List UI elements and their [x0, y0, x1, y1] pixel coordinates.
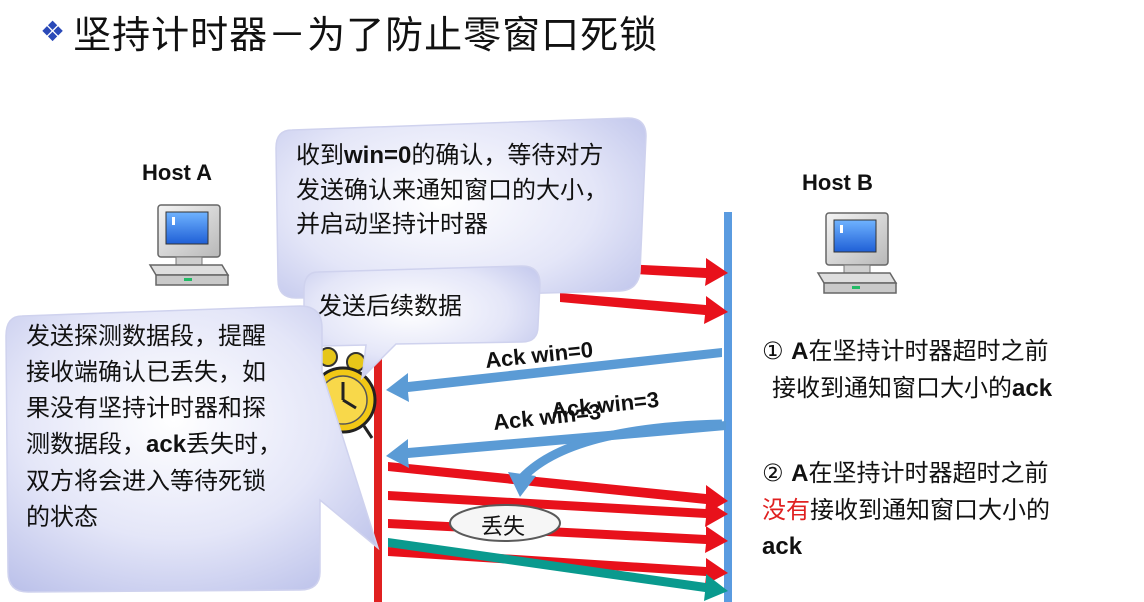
data-arrow-3: [388, 462, 728, 514]
note-one-line2: 接收到通知窗口大小的ack: [772, 374, 1053, 402]
bullet-diamond-icon: ❖: [40, 14, 66, 48]
ack-win3-overlay-label: Ack win=3: [550, 387, 660, 423]
host-b-label: Host B: [802, 170, 873, 195]
probe-arrow: [388, 538, 728, 601]
callout-left-part1: 发送探测数据段，提醒接收端确认已丢失，如果没有坚持计时器和探测数据段，: [26, 322, 266, 458]
callout-middle-text: 发送后续数据: [318, 292, 462, 320]
callout-left-ack: ack: [146, 431, 187, 458]
callout-top-prefix: 收到: [296, 141, 344, 169]
ack-win3-lost-arrow: [508, 419, 723, 497]
callout-top-text: 收到win=0的确认，等待对方发送确认来通知窗口的大小，并启动坚持计时器: [296, 138, 626, 268]
note-two-line1: ② A在坚持计时器超时之前: [762, 459, 1049, 487]
note-two-line3: ack: [762, 533, 803, 560]
callout-top-suffix: 的确认，等待对方发送确认来通知窗口的大小，并启动坚持计时器: [296, 141, 608, 238]
data-arrow-4: [388, 491, 728, 527]
note-one: ① A在坚持计时器超时之前 接收到通知窗口大小的ack: [762, 333, 1132, 407]
note-one-line1: ① A在坚持计时器超时之前: [762, 337, 1049, 365]
host-a-timeline: [374, 330, 382, 602]
callout-top-win0: win=0: [344, 142, 412, 169]
title-text: 坚持计时器－为了防止零窗口死锁: [73, 12, 659, 57]
page-title: ❖ 坚持计时器－为了防止零窗口死锁: [40, 6, 659, 57]
computer-icon-host-a: [148, 204, 230, 286]
data-arrow-2: [560, 293, 728, 324]
callout-left: [5, 305, 380, 593]
note-two-line2: 没有接收到通知窗口大小的: [762, 496, 1050, 524]
lost-label: 丢失: [481, 515, 526, 540]
callout-left-text: 发送探测数据段，提醒接收端确认已丢失，如果没有坚持计时器和探测数据段，ack丢失…: [26, 318, 288, 535]
callout-middle: [303, 265, 541, 381]
lost-ellipse: [449, 504, 561, 542]
callout-left-part2: 丢失时，双方将会进入等待死锁的状态: [26, 430, 283, 531]
host-a-label: Host A: [142, 160, 213, 185]
host-b-timeline: [724, 212, 732, 602]
note-two: ② A在坚持计时器超时之前 没有接收到通知窗口大小的 ack: [762, 455, 1132, 565]
ack-win0-arrow: [386, 348, 722, 402]
computer-icon-host-b: [816, 212, 898, 294]
